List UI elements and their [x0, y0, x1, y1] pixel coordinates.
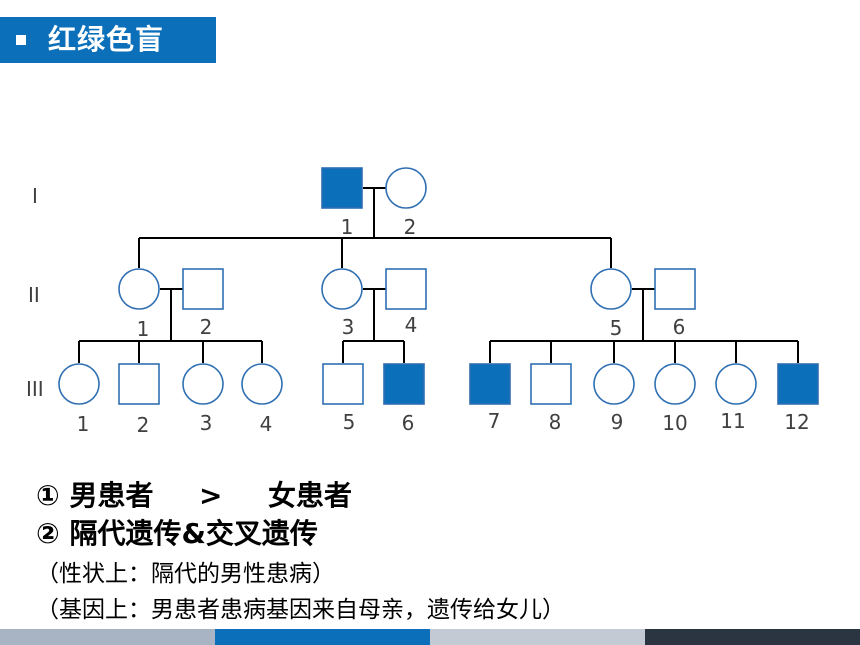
- label-III-11: 11: [720, 409, 745, 433]
- title-bar: 红绿色盲: [0, 17, 216, 63]
- label-II-5: 5: [610, 316, 623, 340]
- individual-III-6-affected-male: [383, 363, 425, 405]
- page-title: 红绿色盲: [48, 23, 165, 56]
- label-III-4: 4: [260, 412, 273, 436]
- label-II-3: 3: [342, 315, 355, 339]
- generation-label-2: II: [28, 283, 40, 307]
- label-III-8: 8: [549, 410, 562, 434]
- label-III-1: 1: [77, 412, 90, 436]
- individual-II-6-male: [654, 268, 696, 310]
- footer-segment-1: [0, 629, 215, 645]
- label-II-2: 2: [200, 315, 213, 339]
- individual-labels: 1 2 1 2 3 4 5 6 1 2 3 4 5 6 7 8 9 10 11 …: [77, 215, 810, 437]
- label-III-12: 12: [784, 410, 809, 434]
- footer-bar: [0, 629, 860, 645]
- individual-III-1-female: [58, 363, 100, 405]
- individual-III-2-male: [118, 363, 160, 405]
- pedigree-symbols: [58, 167, 819, 405]
- individual-III-12-affected-male: [777, 363, 819, 405]
- label-III-2: 2: [137, 413, 150, 437]
- label-II-1: 1: [137, 317, 150, 341]
- footer-segment-2: [215, 629, 430, 645]
- individual-III-5-male: [322, 363, 364, 405]
- note-line-4: （基因上：男患者患病基因来自母亲，遗传给女儿）: [36, 597, 565, 623]
- bullet-icon: [16, 35, 26, 45]
- label-III-6: 6: [402, 411, 415, 435]
- pedigree-lines: [78, 187, 799, 363]
- label-I-2: 2: [404, 215, 417, 239]
- individual-II-3-female: [321, 268, 363, 310]
- note-greater-than: >: [198, 479, 223, 512]
- label-II-4: 4: [405, 313, 418, 337]
- note-male-patients: ① 男患者: [36, 479, 154, 512]
- label-I-1: 1: [341, 215, 354, 239]
- individual-II-5-female: [590, 268, 632, 310]
- individual-II-4-male: [385, 268, 427, 310]
- note-line-1: ① 男患者 > 女患者: [36, 474, 352, 514]
- note-line-2: ② 隔代遗传&交叉遗传: [36, 517, 318, 550]
- label-III-7: 7: [488, 409, 501, 433]
- individual-II-2-male: [182, 268, 224, 310]
- individual-III-10-female: [654, 363, 696, 405]
- individual-I-1-affected-male: [321, 167, 363, 209]
- individual-III-11-female: [715, 363, 757, 405]
- label-III-10: 10: [662, 411, 687, 435]
- individual-III-3-female: [182, 363, 224, 405]
- individual-III-4-female: [241, 363, 283, 405]
- label-III-5: 5: [343, 410, 356, 434]
- generation-label-3: III: [26, 377, 44, 401]
- note-female-patients: 女患者: [267, 479, 352, 512]
- individual-III-8-male: [530, 363, 572, 405]
- individual-III-9-female: [593, 363, 635, 405]
- individual-I-2-female: [385, 167, 427, 209]
- footer-segment-4: [645, 629, 860, 645]
- generation-label-1: I: [32, 184, 38, 208]
- label-III-9: 9: [611, 410, 624, 434]
- individual-III-7-affected-male: [469, 363, 511, 405]
- footer-segment-3: [430, 629, 645, 645]
- note-line-3: （性状上：隔代的男性患病）: [36, 561, 335, 587]
- label-II-6: 6: [673, 315, 686, 339]
- label-III-3: 3: [200, 411, 213, 435]
- individual-II-1-female: [118, 268, 160, 310]
